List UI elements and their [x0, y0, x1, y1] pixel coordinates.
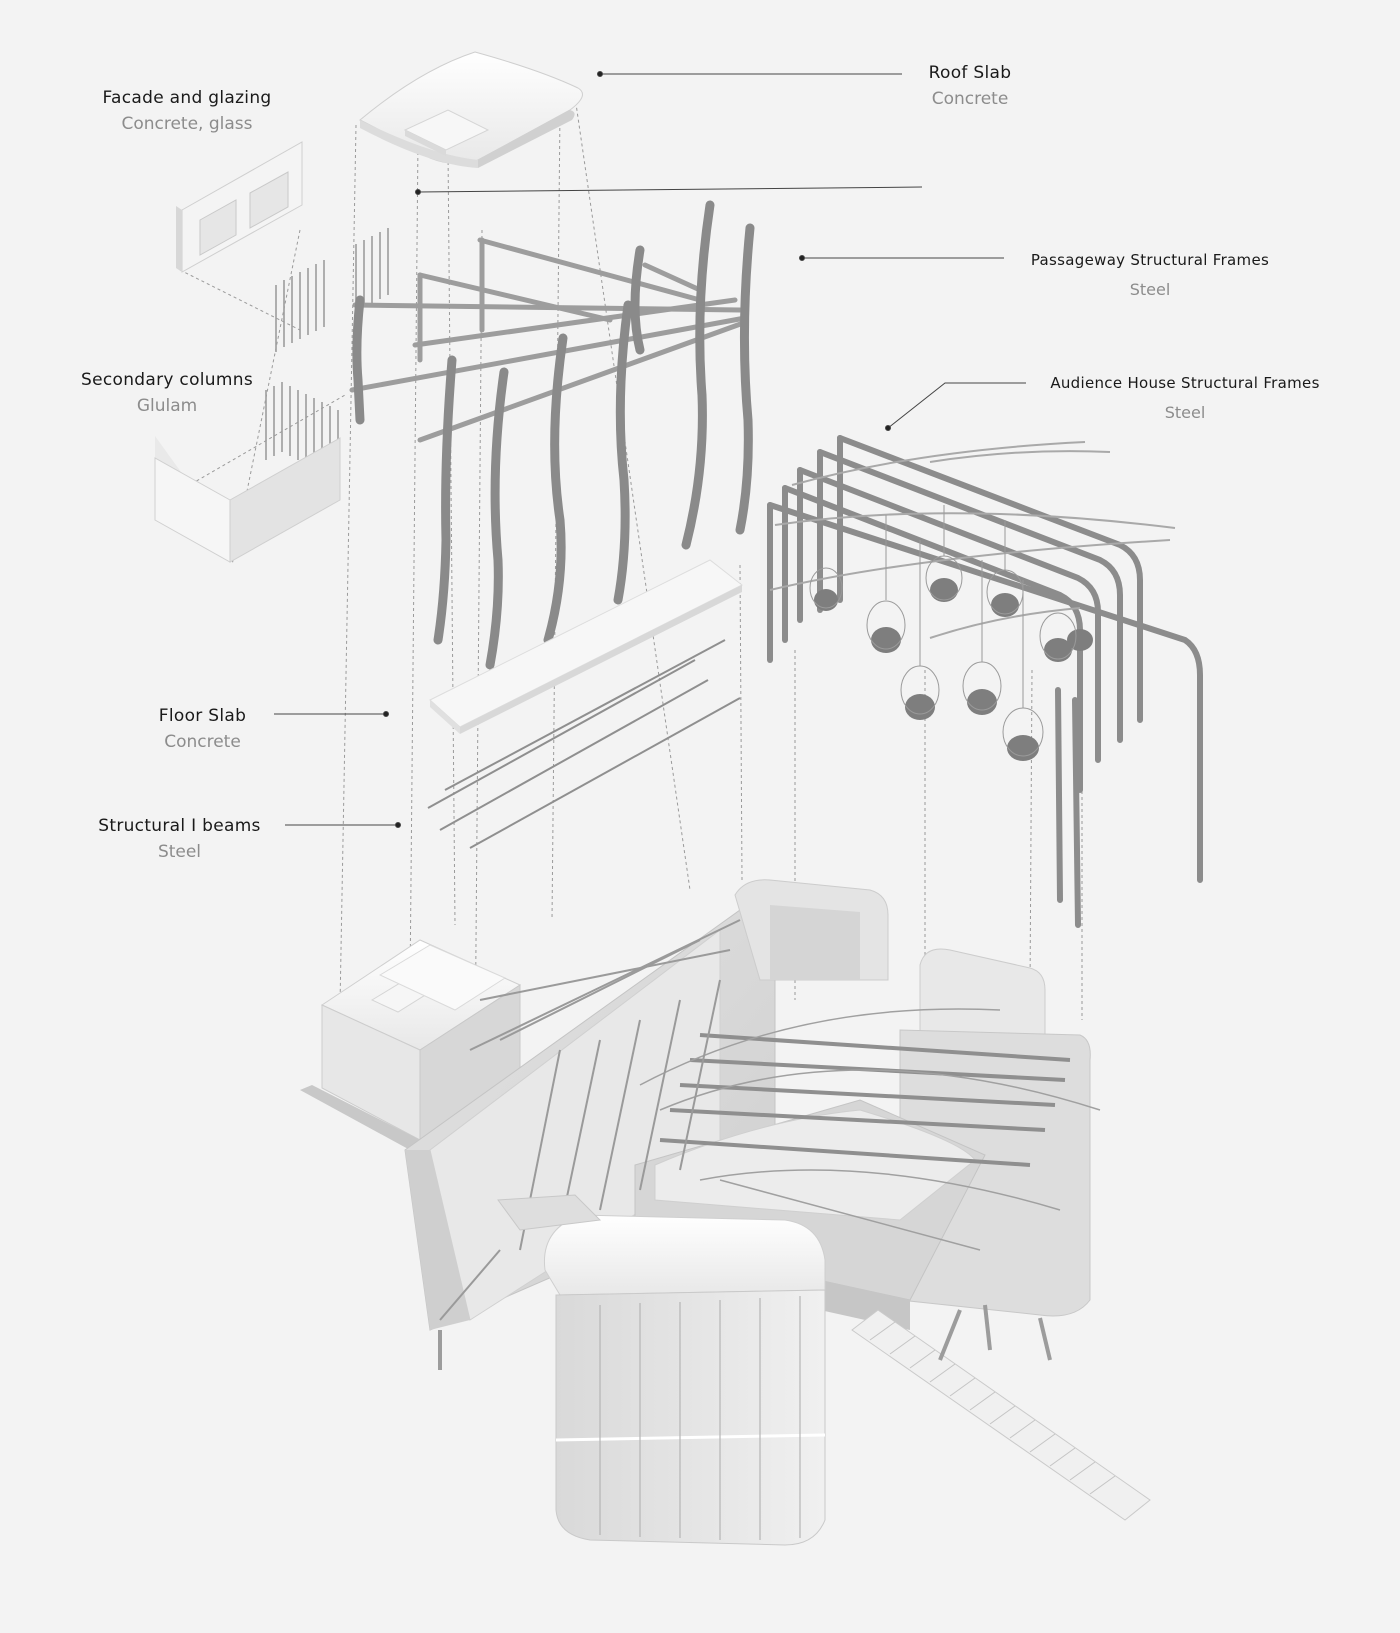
passageway-frames-name: Passageway Structural Frames	[1030, 251, 1270, 269]
floor-slab-material: Concrete	[164, 732, 241, 752]
label-secondary-columns: Secondary columns Glulam	[72, 369, 262, 419]
floor-slab-drawing	[429, 559, 743, 734]
audience-frames-drawing	[767, 435, 1203, 928]
hanging-chairs	[809, 505, 1093, 761]
label-i-beams: Structural I beams Steel	[92, 815, 267, 865]
roof-slab-name: Roof Slab	[928, 63, 1012, 83]
audience-frames-material: Steel	[1164, 403, 1206, 422]
leader-lines	[274, 71, 1026, 828]
secondary-columns-name: Secondary columns	[81, 370, 253, 390]
secondary-column-bundles	[265, 228, 389, 480]
label-passageway-frames: Passageway Structural Frames Steel	[1020, 249, 1280, 303]
label-facade-glazing: Facade and glazing Concrete, glass	[92, 87, 282, 137]
passageway-frames-material: Steel	[1129, 280, 1171, 299]
facade-name: Facade and glazing	[102, 88, 272, 108]
i-beams-drawing	[427, 639, 741, 849]
audience-frames-name: Audience House Structural Frames	[1050, 374, 1320, 392]
roof-slab-drawing	[359, 51, 583, 168]
label-roof-slab: Roof Slab Concrete	[900, 62, 1040, 112]
secondary-columns-material: Glulam	[136, 396, 198, 416]
facade-panel-drawing	[176, 141, 303, 273]
roof-slab-material: Concrete	[931, 89, 1009, 109]
label-floor-slab: Floor Slab Concrete	[140, 705, 265, 755]
facade-material: Concrete, glass	[121, 114, 253, 134]
label-audience-frames: Audience House Structural Frames Steel	[1040, 372, 1330, 426]
passageway-frames-drawing	[349, 200, 755, 670]
i-beams-material: Steel	[157, 842, 202, 862]
assembled-building	[300, 879, 1151, 1546]
floor-slab-name: Floor Slab	[158, 706, 247, 726]
i-beams-name: Structural I beams	[98, 816, 261, 836]
solid-facade-block	[154, 436, 341, 563]
